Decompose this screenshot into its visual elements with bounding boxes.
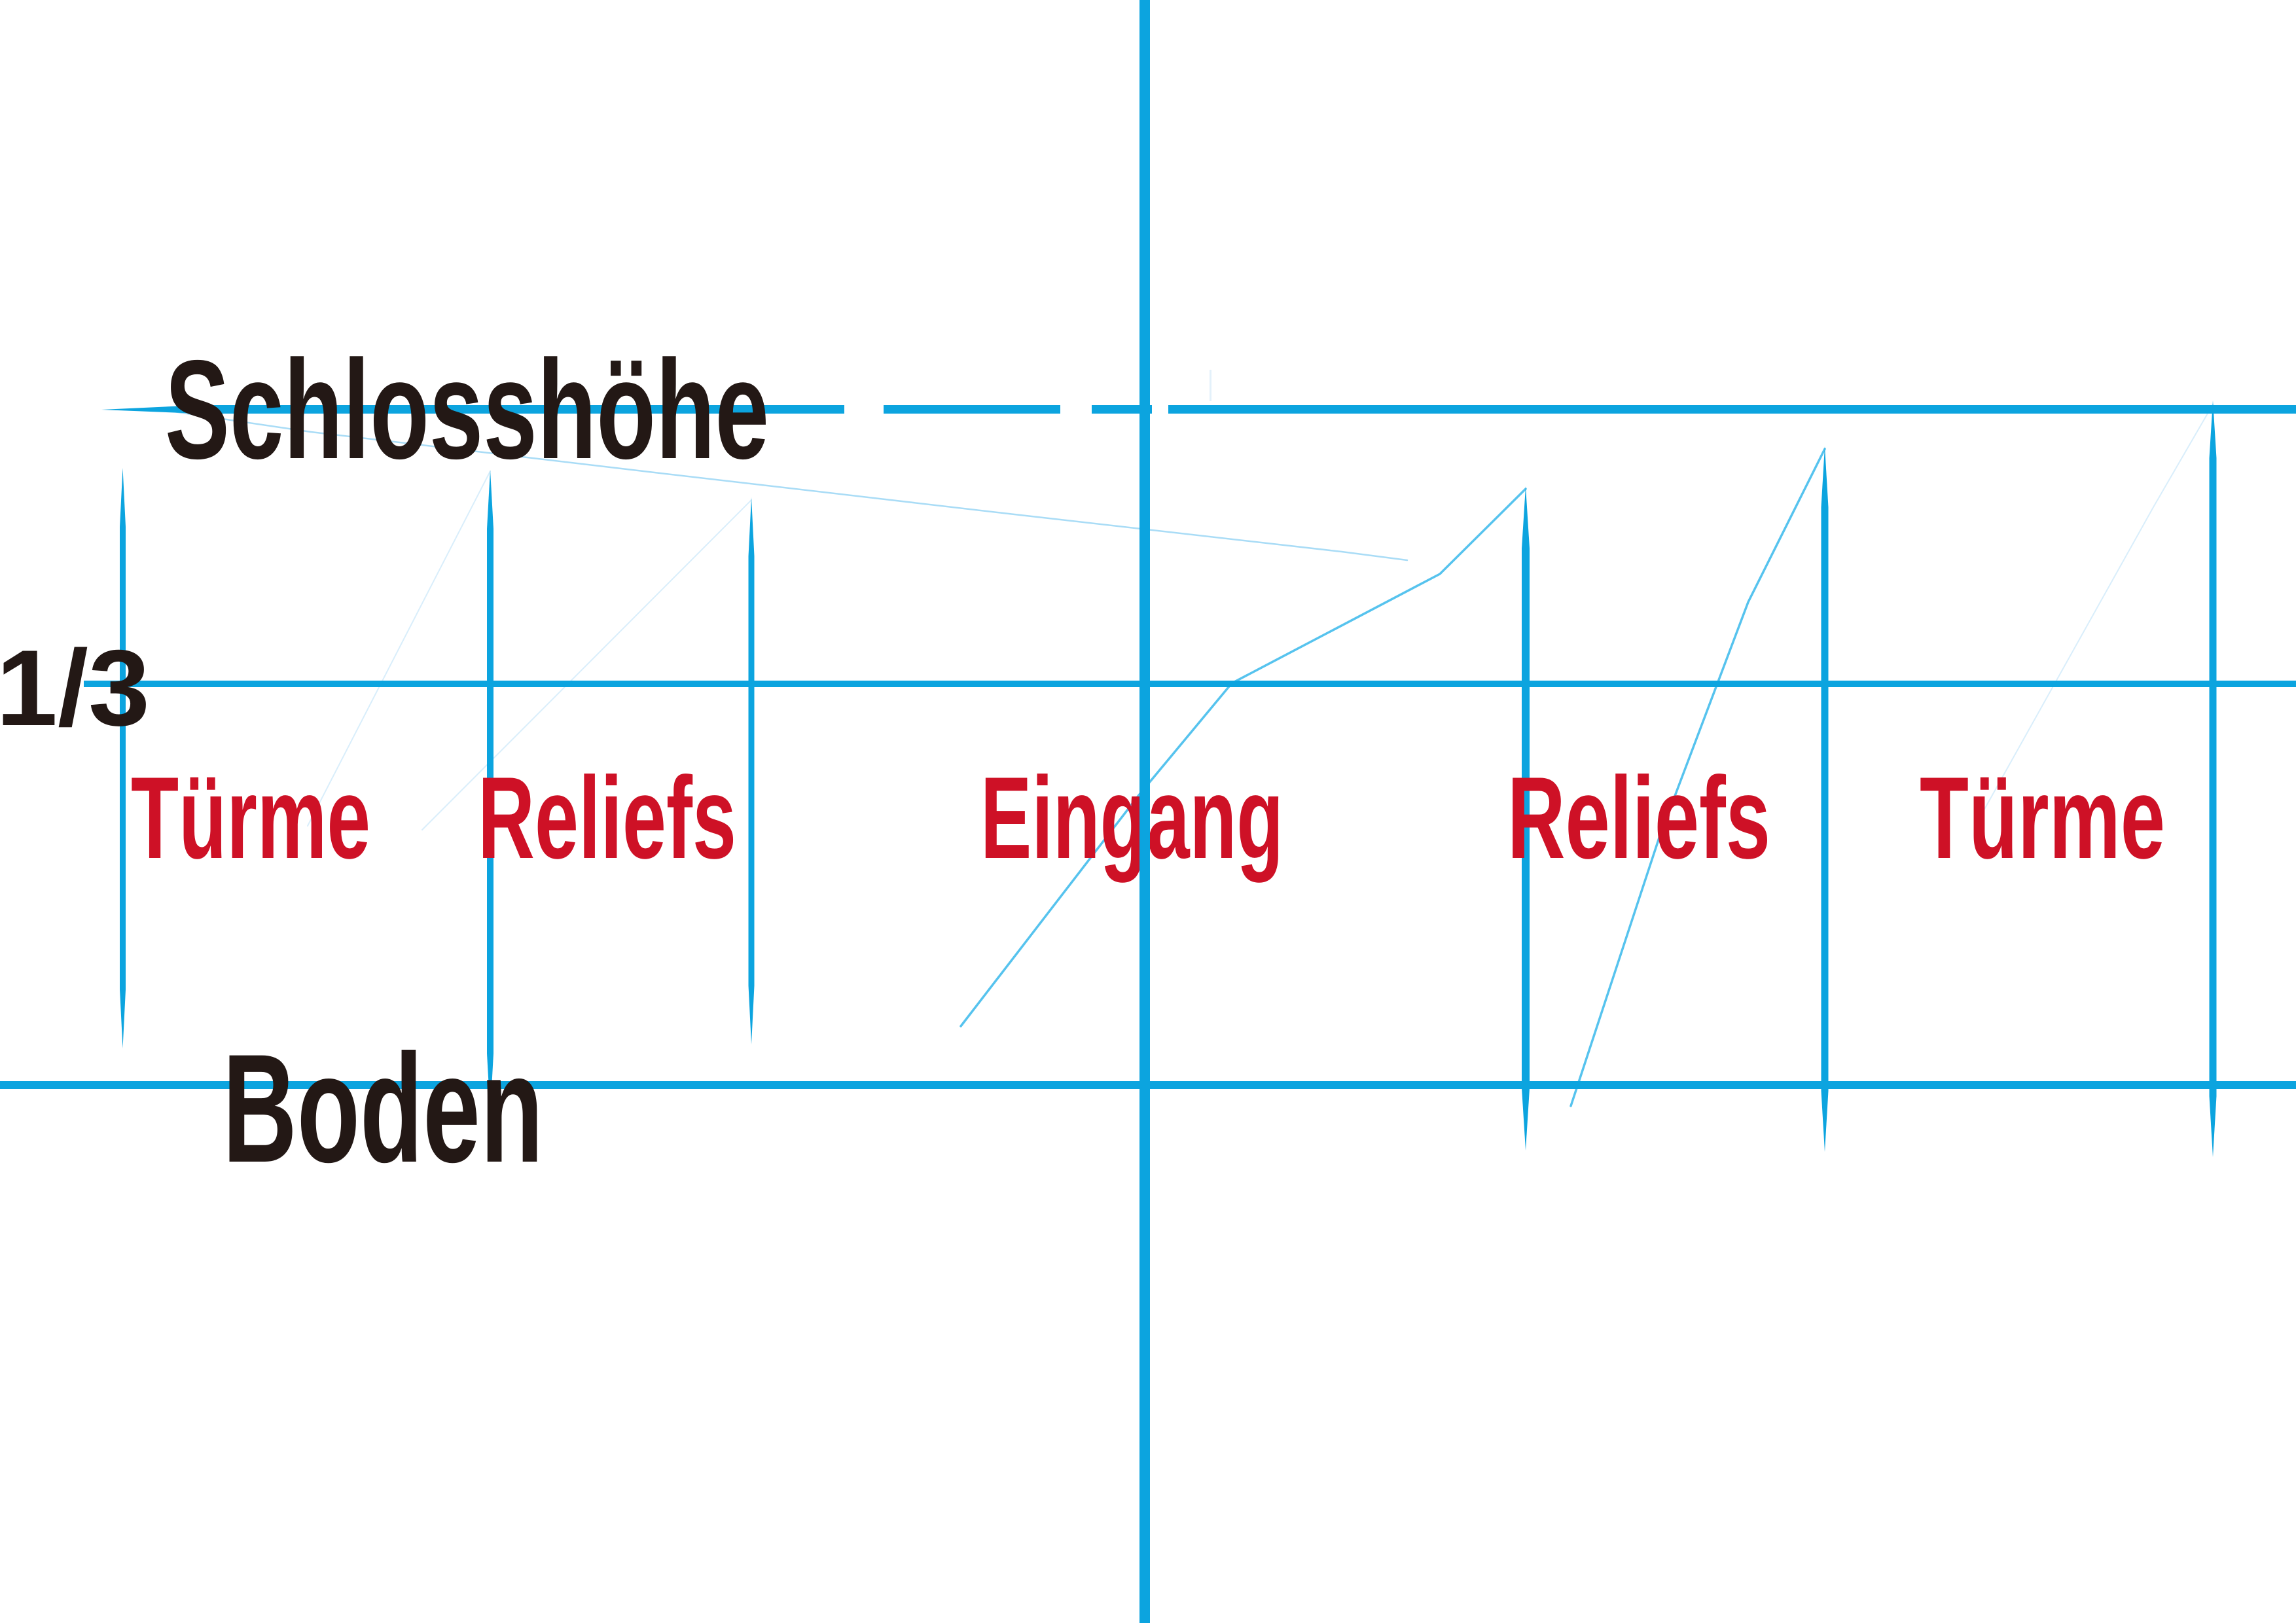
schlosshoehe-line-segment	[101, 405, 844, 414]
one-third-guide-line	[84, 681, 2296, 687]
schlosshoehe-guide-line	[101, 405, 2296, 414]
reliefs-left-inner-line	[748, 497, 755, 1044]
reliefs-right-boundary-line	[1821, 446, 1829, 1152]
sketch-diagonal-towers-right	[1570, 448, 1826, 1107]
tower-right-outer-line	[2209, 401, 2217, 1157]
schlosshoehe-line-dash	[1092, 405, 1152, 414]
one-third-label: 1/3	[0, 628, 150, 748]
boden-label: Boden	[223, 1022, 543, 1195]
reliefs-left-boundary-line	[487, 470, 493, 1113]
faint-diagonal-under-title	[164, 409, 1408, 562]
reliefs-right-label: Reliefs	[1507, 753, 1770, 883]
eingang-label: Eingang	[980, 753, 1283, 883]
tuerme-right-label: Türme	[1920, 753, 2165, 883]
center-axis-line	[1139, 0, 1150, 1623]
schlosshoehe-line-segment	[1168, 405, 2296, 414]
faint-tick-mark	[1210, 370, 1211, 401]
schlosshoehe-line-dash	[884, 405, 1060, 414]
tower-left-outer-line	[120, 468, 126, 1048]
faint-diagonal-towers-left	[307, 471, 491, 827]
reliefs-left-label: Reliefs	[478, 753, 736, 883]
reliefs-right-inner-line	[1522, 486, 1530, 1150]
schlosshoehe-label: Schlosshöhe	[165, 330, 769, 488]
faint-diagonal-reliefs-left	[422, 499, 752, 830]
faint-diagonal-right-edge	[1982, 404, 2214, 812]
tuerme-left-label: Türme	[131, 753, 370, 883]
